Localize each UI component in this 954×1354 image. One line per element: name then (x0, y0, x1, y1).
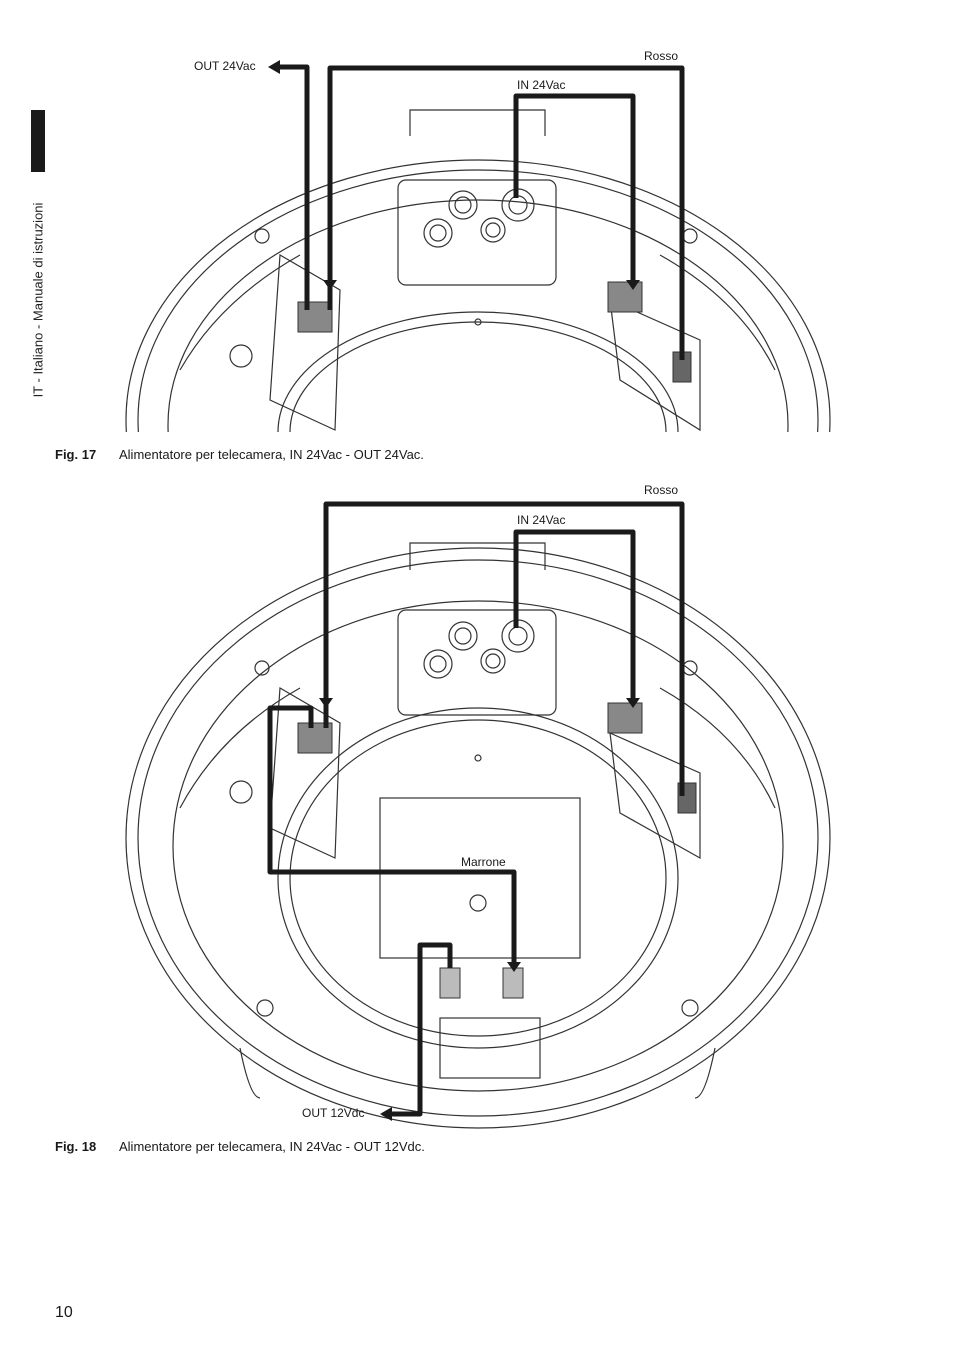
wire-in (513, 93, 636, 286)
figure-number: Fig. 17 (55, 447, 97, 462)
wire-red (327, 65, 685, 360)
terminal-blocks (297, 702, 697, 999)
wires (278, 64, 685, 360)
label-red: Rosso (644, 483, 678, 497)
figure-17-svg: OUT 24Vac IN 24Vac Rosso (125, 49, 831, 432)
label-brown: Marrone (461, 855, 506, 869)
wire-in (513, 529, 636, 704)
arrow-out-icon (268, 60, 280, 74)
figure-number: Fig. 18 (55, 1139, 97, 1154)
dome-housing-drawing (125, 109, 831, 432)
label-red: Rosso (644, 49, 678, 63)
wire-brown (267, 705, 517, 966)
section-tab-marker (31, 110, 45, 172)
arrow-down-icon (319, 698, 333, 708)
wire-red (323, 501, 685, 796)
wires (267, 501, 685, 1117)
label-in: IN 24Vac (517, 78, 565, 92)
arrow-down-icon (626, 280, 640, 290)
figure-18-svg: IN 24Vac Rosso Marrone OUT 12Vdc (125, 483, 831, 1129)
terminal-blocks (297, 281, 692, 383)
arrow-down-icon (507, 962, 521, 972)
wire-out (278, 64, 310, 310)
figure-18-caption: Fig. 18 Alimentatore per telecamera, IN 2… (55, 1139, 425, 1154)
figure-17-diagram: OUT 24Vac IN 24Vac Rosso (0, 40, 954, 432)
dome-housing-drawing (125, 542, 831, 1129)
arrow-down-icon (626, 698, 640, 708)
caption-text: Alimentatore per telecamera, IN 24Vac - … (119, 1139, 425, 1154)
arrow-out-icon (380, 1107, 392, 1121)
wire-out (392, 942, 453, 1117)
label-out: OUT 12Vdc (302, 1106, 364, 1120)
label-out: OUT 24Vac (194, 59, 256, 73)
figure-17-caption: Fig. 17 Alimentatore per telecamera, IN 2… (55, 447, 424, 462)
label-in: IN 24Vac (517, 513, 565, 527)
figure-18-diagram: IN 24Vac Rosso Marrone OUT 12Vdc (0, 478, 954, 1133)
page-number: 10 (55, 1304, 73, 1321)
arrow-down-icon (323, 280, 337, 290)
caption-text: Alimentatore per telecamera, IN 24Vac - … (119, 447, 424, 462)
